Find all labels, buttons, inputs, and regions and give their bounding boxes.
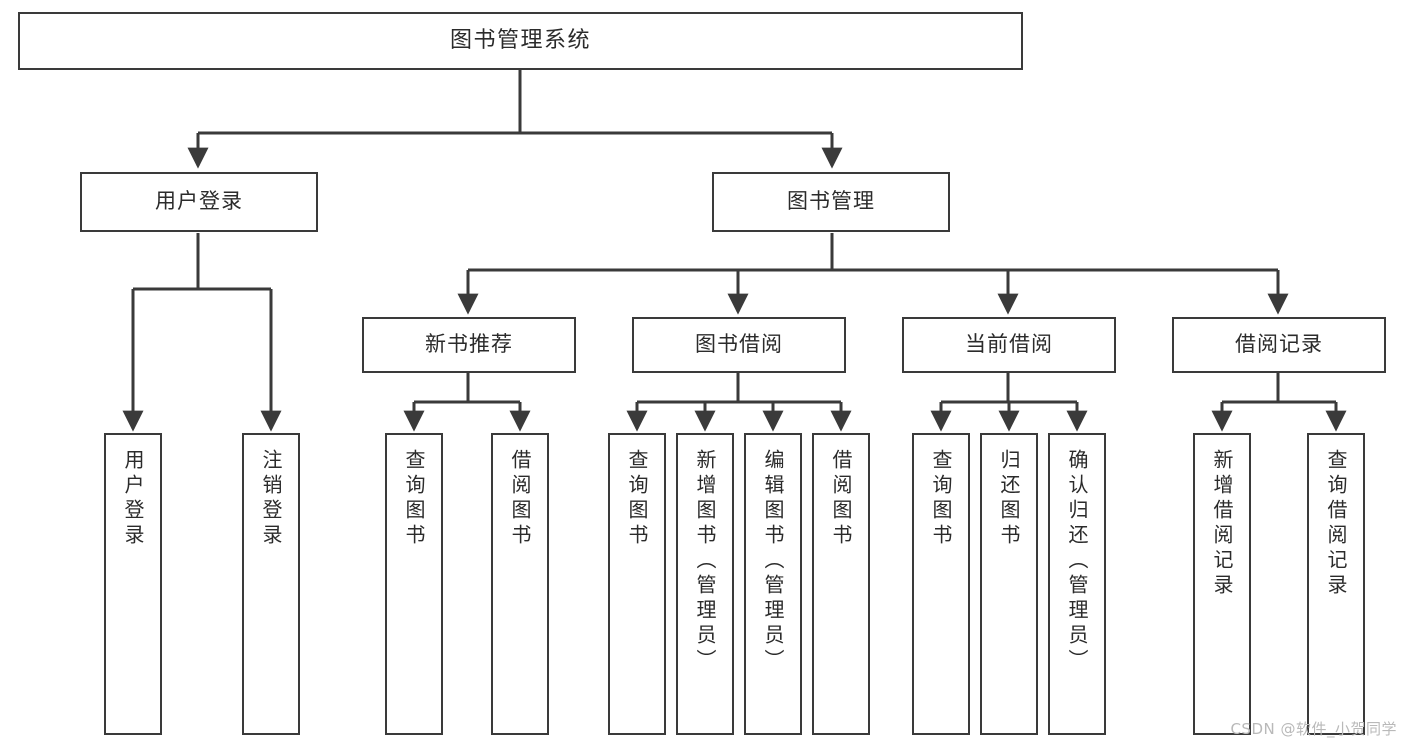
node-current-borrow[interactable]: 当前借阅 (902, 317, 1116, 373)
node-book-borrow-label: 图书借阅 (695, 332, 783, 357)
node-borrow-record-label: 借阅记录 (1235, 332, 1323, 357)
node-book-borrow[interactable]: 图书借阅 (632, 317, 846, 373)
node-new-book-recommend[interactable]: 新书推荐 (362, 317, 576, 373)
leaf-query-record-label: 查询借阅记录 (1324, 449, 1348, 599)
node-user-login-label: 用户登录 (155, 189, 243, 214)
leaf-query-record[interactable]: 查询借阅记录 (1307, 433, 1365, 735)
leaf-add-record[interactable]: 新增借阅记录 (1193, 433, 1251, 735)
leaf-borrow-book-1-label: 借阅图书 (508, 449, 532, 549)
leaf-query-book-2-label: 查询图书 (625, 449, 649, 549)
leaf-confirm-return[interactable]: 确认归还（管理员） (1048, 433, 1106, 735)
leaf-confirm-return-label: 确认归还（管理员） (1065, 449, 1089, 674)
node-book-manage-label: 图书管理 (787, 189, 875, 214)
leaf-return-book[interactable]: 归还图书 (980, 433, 1038, 735)
watermark: CSDN @软件_小贺同学 (1230, 720, 1397, 738)
leaf-logout-login[interactable]: 注销登录 (242, 433, 300, 735)
leaf-add-book[interactable]: 新增图书（管理员） (676, 433, 734, 735)
leaf-user-login-label: 用户登录 (121, 449, 145, 549)
node-current-borrow-label: 当前借阅 (965, 332, 1053, 357)
leaf-query-book-2[interactable]: 查询图书 (608, 433, 666, 735)
leaf-borrow-book-1[interactable]: 借阅图书 (491, 433, 549, 735)
node-book-manage[interactable]: 图书管理 (712, 172, 950, 232)
leaf-borrow-book-2[interactable]: 借阅图书 (812, 433, 870, 735)
leaf-user-login[interactable]: 用户登录 (104, 433, 162, 735)
leaf-query-book-1-label: 查询图书 (402, 449, 426, 549)
leaf-edit-book[interactable]: 编辑图书（管理员） (744, 433, 802, 735)
leaf-borrow-book-2-label: 借阅图书 (829, 449, 853, 549)
node-user-login[interactable]: 用户登录 (80, 172, 318, 232)
node-root-label: 图书管理系统 (449, 27, 591, 53)
leaf-edit-book-label: 编辑图书（管理员） (761, 449, 785, 674)
leaf-return-book-label: 归还图书 (997, 449, 1021, 549)
node-borrow-record[interactable]: 借阅记录 (1172, 317, 1386, 373)
leaf-add-book-label: 新增图书（管理员） (693, 449, 717, 674)
leaf-add-record-label: 新增借阅记录 (1210, 449, 1234, 599)
node-new-book-recommend-label: 新书推荐 (425, 332, 513, 357)
leaf-query-book-3[interactable]: 查询图书 (912, 433, 970, 735)
leaf-query-book-3-label: 查询图书 (929, 449, 953, 549)
leaf-query-book-1[interactable]: 查询图书 (385, 433, 443, 735)
node-root[interactable]: 图书管理系统 (18, 12, 1023, 70)
leaf-logout-login-label: 注销登录 (259, 449, 283, 549)
